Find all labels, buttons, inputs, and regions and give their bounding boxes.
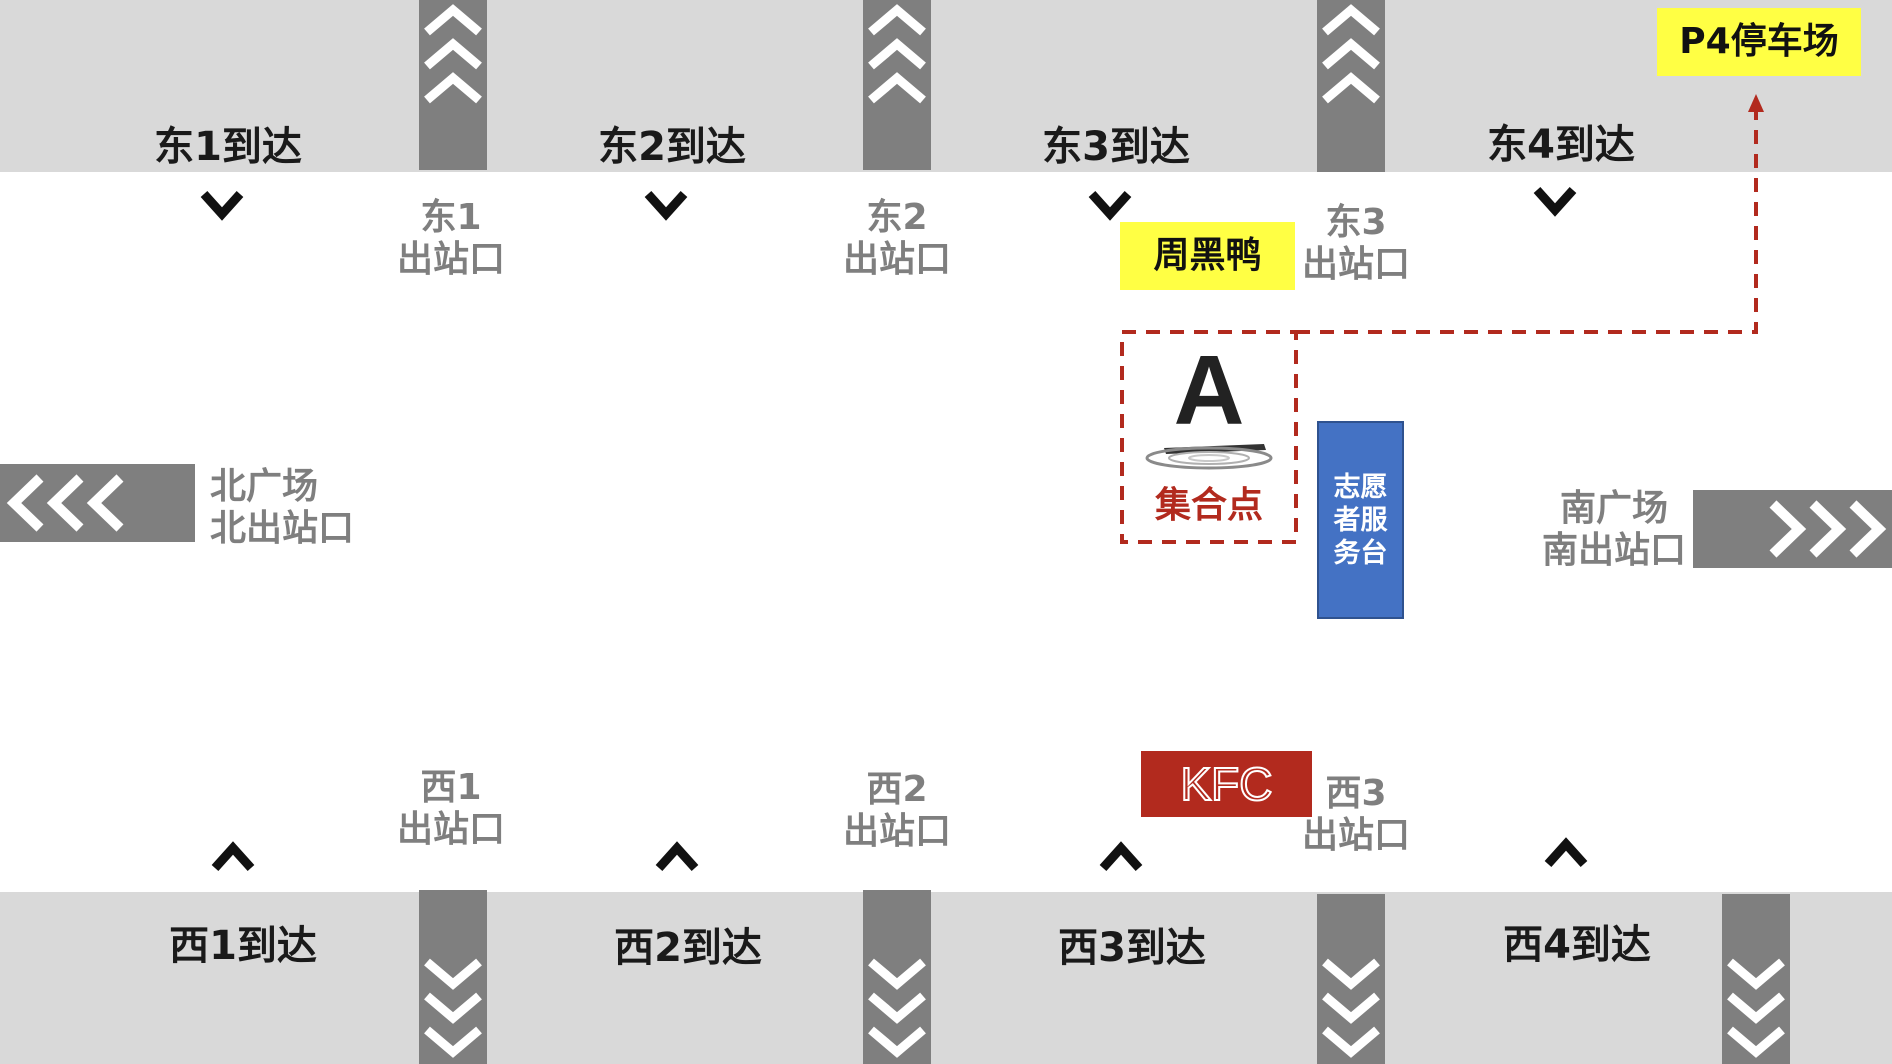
triple-chevron-up-icon: [424, 4, 482, 104]
chevron-down-icon: [1088, 190, 1132, 221]
chevron-up-icon: [1099, 841, 1143, 872]
triple-chevron-up-icon: [868, 4, 926, 104]
north-exit-arrow: [0, 464, 195, 542]
west-exit-1-name: 西1: [420, 767, 482, 808]
volunteer-service-desk: 志愿 者服 务台: [1317, 421, 1404, 619]
chevron-down-icon: [1533, 186, 1577, 217]
volunteer-desk-line-3: 务台: [1333, 537, 1388, 569]
west-exit-3-name: 西3: [1325, 773, 1387, 814]
meeting-point-letter: A: [1173, 335, 1245, 445]
north-plaza-name: 北广场: [210, 466, 319, 507]
west-arrival-1-label: 西1到达: [169, 923, 317, 969]
south-exit-name: 南出站口: [1542, 530, 1687, 571]
east-exit-3: 东3 出站口: [1286, 202, 1426, 286]
west-exit-1: 西1 出站口: [381, 767, 521, 851]
zhouheiya-shop-label: 周黑鸭: [1120, 222, 1295, 290]
south-exit-arrow: [1693, 490, 1892, 568]
north-exit-name: 北出站口: [210, 508, 355, 549]
chevron-up-icon: [655, 841, 699, 872]
east-exit-2-sub: 出站口: [842, 239, 951, 280]
west-exit-2-name: 西2: [866, 769, 928, 810]
east-arrival-3-label: 东3到达: [1042, 124, 1190, 170]
triple-chevron-right-icon: [1769, 500, 1887, 558]
ripple-icon: [1145, 444, 1273, 470]
kfc-shop-label: KFC: [1141, 751, 1312, 817]
triple-chevron-down-icon: [424, 958, 482, 1058]
east-exit-3-name: 东3: [1325, 202, 1387, 243]
triple-chevron-down-icon: [1727, 958, 1785, 1058]
triple-chevron-down-icon: [868, 958, 926, 1058]
kfc-logo-text: KFC: [1180, 757, 1274, 811]
east-exit-2: 东2 出站口: [827, 197, 967, 281]
west-arrival-2-label: 西2到达: [614, 925, 762, 971]
west-arrival-4-label: 西4到达: [1503, 922, 1651, 968]
east-exit-1-sub: 出站口: [396, 239, 505, 280]
west-exit-3: 西3 出站口: [1286, 773, 1426, 857]
chevron-up-icon: [211, 841, 255, 872]
east-arrival-1-label: 东1到达: [154, 124, 302, 170]
west-stripe-3: [1317, 894, 1385, 1064]
volunteer-desk-line-2: 者服: [1333, 504, 1388, 536]
west-arrival-band: [0, 892, 1892, 1064]
triple-chevron-left-icon: [6, 474, 124, 532]
meeting-point: A 集合点: [1124, 334, 1294, 540]
west-exit-3-sub: 出站口: [1301, 815, 1410, 856]
north-plaza-label: 北广场 北出站口: [210, 466, 354, 550]
west-stripe-1: [419, 890, 487, 1064]
west-stripe-4: [1722, 894, 1790, 1064]
east-stripe-3: [1317, 0, 1385, 172]
chevron-down-icon: [200, 190, 244, 221]
east-arrival-4-label: 东4到达: [1487, 122, 1635, 168]
south-plaza-label: 南广场 南出站口: [1542, 488, 1686, 572]
chevron-down-icon: [644, 190, 688, 221]
east-stripe-1: [419, 0, 487, 170]
west-stripe-2: [863, 890, 931, 1064]
west-exit-1-sub: 出站口: [396, 809, 505, 850]
volunteer-desk-line-1: 志愿: [1333, 471, 1388, 503]
east-exit-2-name: 东2: [866, 197, 928, 238]
parking-lot-label: P4停车场: [1657, 8, 1861, 76]
triple-chevron-up-icon: [1322, 4, 1380, 104]
east-exit-3-sub: 出站口: [1301, 244, 1410, 285]
east-exit-1: 东1 出站口: [381, 197, 521, 281]
triple-chevron-down-icon: [1322, 958, 1380, 1058]
meeting-point-label: 集合点: [1154, 485, 1263, 526]
east-exit-1-name: 东1: [420, 197, 482, 238]
west-arrival-3-label: 西3到达: [1058, 925, 1206, 971]
chevron-up-icon: [1544, 837, 1588, 868]
west-exit-2: 西2 出站口: [827, 769, 967, 853]
east-stripe-2: [863, 0, 931, 170]
south-plaza-name: 南广场: [1559, 488, 1668, 529]
east-arrival-2-label: 东2到达: [598, 124, 746, 170]
west-exit-2-sub: 出站口: [842, 811, 951, 852]
